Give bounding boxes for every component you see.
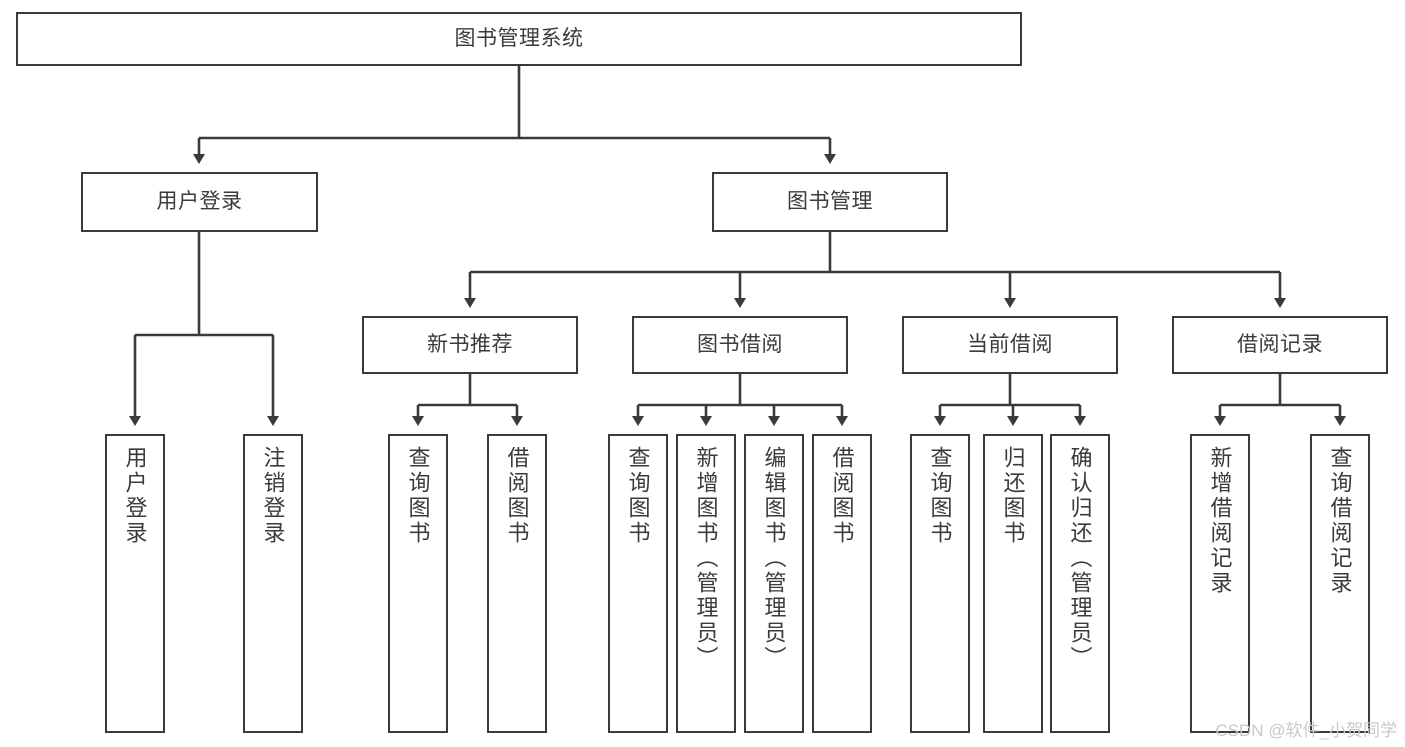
node-borrow-record[interactable]: 借阅记录 <box>1172 316 1388 374</box>
leaf-node[interactable]: 归还图书 <box>983 434 1043 733</box>
leaf-node-label: 查询借阅记录 <box>1327 446 1353 596</box>
leaf-node-label: 新增图书（管理员） <box>693 446 719 671</box>
leaf-node[interactable]: 查询图书 <box>388 434 448 733</box>
leaf-node-label: 编辑图书（管理员） <box>761 446 787 671</box>
node-book-borrow[interactable]: 图书借阅 <box>632 316 848 374</box>
leaf-node-label: 确认归还（管理员） <box>1067 446 1093 671</box>
node-user-login-label: 用户登录 <box>156 189 243 213</box>
watermark: CSDN @软件_小贺同学 <box>1215 721 1397 740</box>
leaf-node[interactable]: 借阅图书 <box>487 434 547 733</box>
leaf-node[interactable]: 确认归还（管理员） <box>1050 434 1110 733</box>
node-root[interactable]: 图书管理系统 <box>16 12 1022 66</box>
leaf-node-label: 用户登录 <box>122 446 148 546</box>
leaf-node-label: 归还图书 <box>1000 446 1026 546</box>
leaf-node[interactable]: 用户登录 <box>105 434 165 733</box>
node-book-management[interactable]: 图书管理 <box>712 172 948 232</box>
node-current-borrow[interactable]: 当前借阅 <box>902 316 1118 374</box>
node-borrow-record-label: 借阅记录 <box>1237 332 1323 356</box>
leaf-node-label: 新增借阅记录 <box>1207 446 1233 596</box>
node-book-management-label: 图书管理 <box>787 189 873 213</box>
node-current-borrow-label: 当前借阅 <box>967 332 1053 356</box>
node-new-book-recommend[interactable]: 新书推荐 <box>362 316 578 374</box>
leaf-node-label: 注销登录 <box>260 446 286 546</box>
leaf-node[interactable]: 新增图书（管理员） <box>676 434 736 733</box>
leaf-node-label: 借阅图书 <box>829 446 855 546</box>
leaf-node[interactable]: 注销登录 <box>243 434 303 733</box>
leaf-node-label: 查询图书 <box>927 446 953 546</box>
node-root-label: 图书管理系统 <box>454 26 584 50</box>
leaf-node[interactable]: 借阅图书 <box>812 434 872 733</box>
node-book-borrow-label: 图书借阅 <box>697 332 783 356</box>
leaf-node[interactable]: 编辑图书（管理员） <box>744 434 804 733</box>
leaf-node-label: 查询图书 <box>405 446 431 546</box>
leaf-node[interactable]: 新增借阅记录 <box>1190 434 1250 733</box>
node-new-book-recommend-label: 新书推荐 <box>427 332 513 356</box>
node-user-login[interactable]: 用户登录 <box>81 172 318 232</box>
leaf-node-label: 查询图书 <box>625 446 651 546</box>
leaf-node[interactable]: 查询图书 <box>910 434 970 733</box>
leaf-node-label: 借阅图书 <box>504 446 530 546</box>
leaf-node[interactable]: 查询图书 <box>608 434 668 733</box>
leaf-node[interactable]: 查询借阅记录 <box>1310 434 1370 733</box>
